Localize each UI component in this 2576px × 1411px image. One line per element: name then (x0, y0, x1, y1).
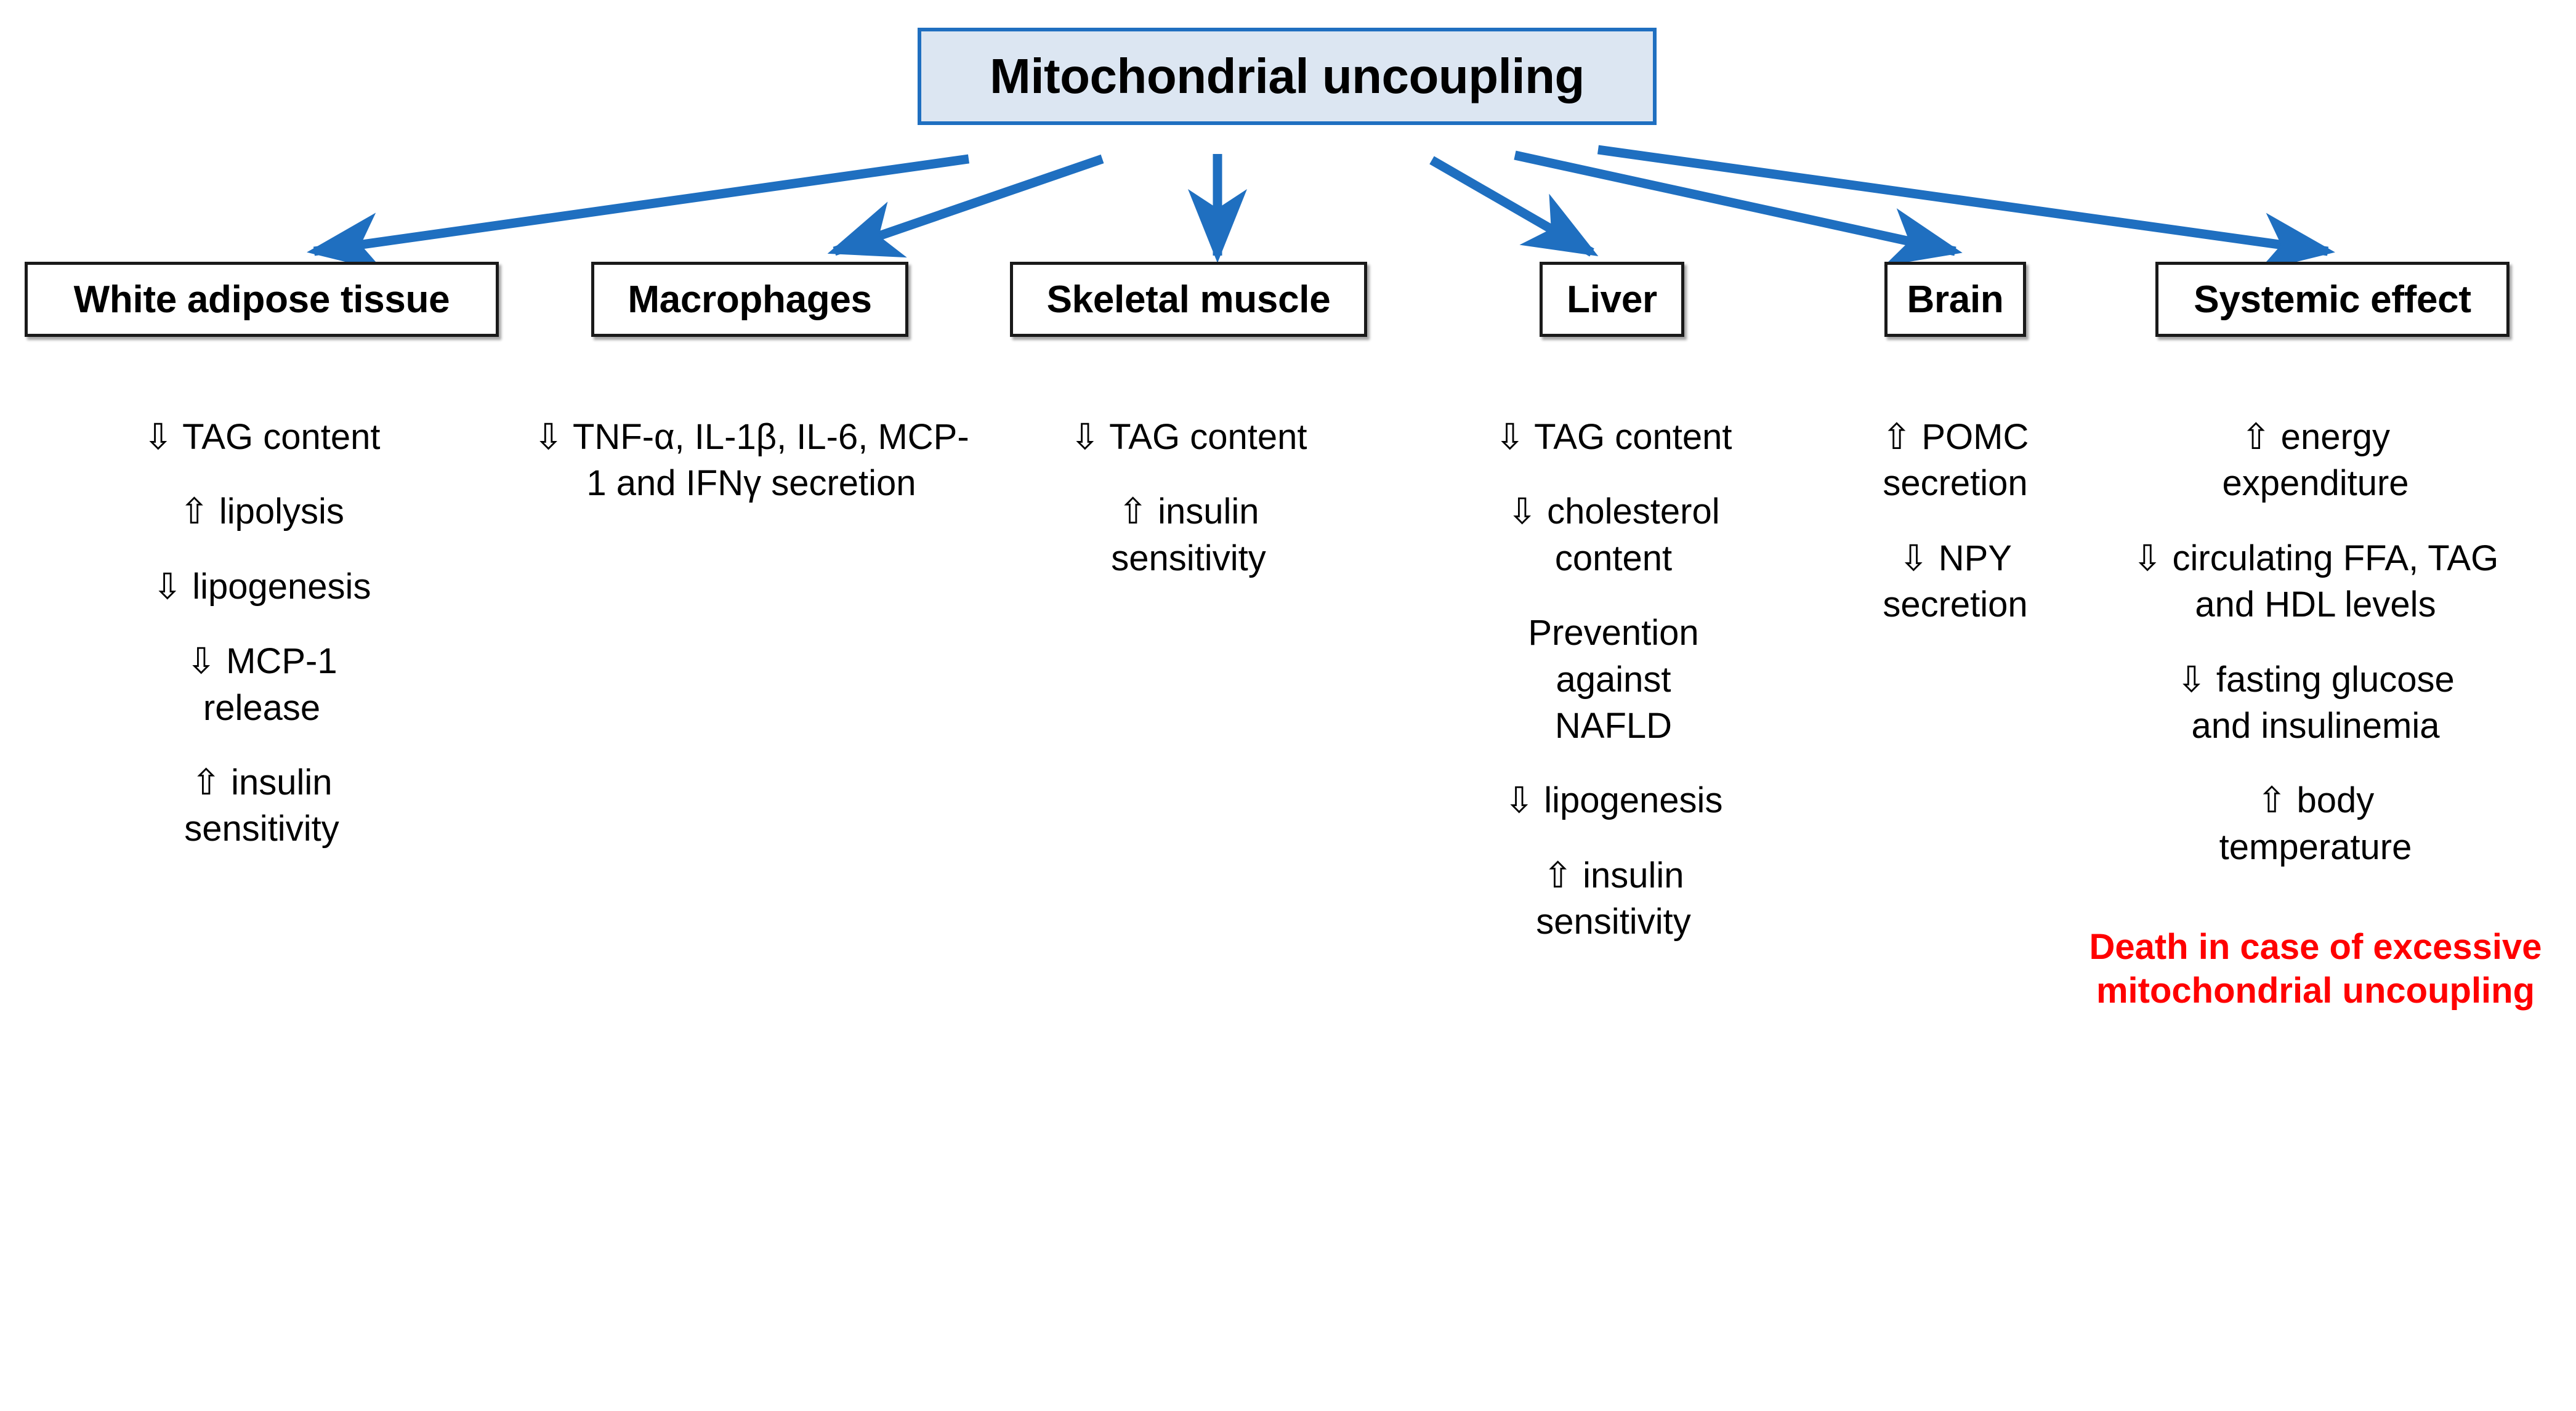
category-label-brain: Brain (1907, 278, 2004, 321)
list-item: ⇧ body temperature (2219, 780, 2412, 867)
column-body-white-adipose-tissue: ⇩ TAG content ⇧ lipolysis ⇩ lipogenesis … (18, 414, 505, 852)
list-item: ⇩ TAG content (1070, 417, 1307, 457)
category-label-skeletal-muscle: Skeletal muscle (1046, 278, 1331, 321)
category-box-macrophages: Macrophages (591, 262, 908, 337)
list-item: ⇧ insulin sensitivity (184, 762, 339, 849)
list-item: ⇩ circulating FFA, TAG and HDL levels (2132, 538, 2499, 625)
category-box-white-adipose-tissue: White adipose tissue (25, 262, 499, 337)
category-box-systemic-effect: Systemic effect (2155, 262, 2509, 337)
column-body-macrophages: ⇩ TNF-α, IL-1β, IL-6, MCP-1 and IFNγ sec… (527, 414, 976, 507)
column-body-brain: ⇧ POMC secretion ⇩ NPY secretion (1804, 414, 2106, 628)
arrow-to-brain (1514, 150, 1963, 266)
list-item: ⇧ POMC secretion (1881, 417, 2029, 504)
list-item: ⇩ cholesterol content (1507, 491, 1720, 578)
column-body-skeletal-muscle: ⇩ TAG content ⇧ insulin sensitivity (1001, 414, 1376, 581)
arrow-to-macrophages (827, 154, 1104, 258)
list-item: ⇩ fasting glucose and insulinemia (2176, 659, 2455, 746)
list-item: ⇩ NPY secretion (1883, 538, 2028, 625)
list-item: ⇩ MCP-1 release (186, 641, 337, 728)
category-label-macrophages: Macrophages (628, 278, 872, 321)
category-label-white-adipose-tissue: White adipose tissue (73, 278, 450, 321)
category-box-brain: Brain (1884, 262, 2026, 337)
category-label-systemic-effect: Systemic effect (2194, 278, 2471, 321)
category-label-liver: Liver (1567, 278, 1657, 321)
list-item: ⇧ energy expenditure (2222, 417, 2409, 504)
list-item: ⇧ insulin sensitivity (1536, 855, 1691, 942)
column-body-liver: ⇩ TAG content ⇩ cholesterol content Prev… (1426, 414, 1801, 945)
list-item: ⇩ lipogenesis (152, 566, 371, 607)
list-item: ⇩ TAG content (1495, 417, 1732, 457)
category-box-skeletal-muscle: Skeletal muscle (1010, 262, 1367, 337)
category-box-liver: Liver (1540, 262, 1684, 337)
list-item: ⇧ lipolysis (179, 491, 344, 532)
list-item: ⇩ TAG content (143, 417, 381, 457)
list-item: Prevention against NAFLD (1528, 613, 1699, 746)
arrow-to-systemic-effect (1597, 145, 2335, 272)
list-item: ⇧ insulin sensitivity (1111, 491, 1266, 578)
arrow-to-liver (1429, 156, 1599, 257)
page-title: Mitochondrial uncoupling (990, 49, 1585, 103)
list-item: ⇩ lipogenesis (1504, 780, 1723, 821)
column-body-systemic-effect: ⇧ energy expenditure ⇩ circulating FFA, … (2066, 414, 2565, 1013)
main-title-box: Mitochondrial uncoupling (918, 28, 1657, 125)
arrow-to-white-adipose-tissue (307, 154, 970, 272)
warning-text: Death in case of excessive mitochondrial… (2089, 927, 2542, 1011)
list-item: ⇩ TNF-α, IL-1β, IL-6, MCP-1 and IFNγ sec… (533, 417, 969, 504)
